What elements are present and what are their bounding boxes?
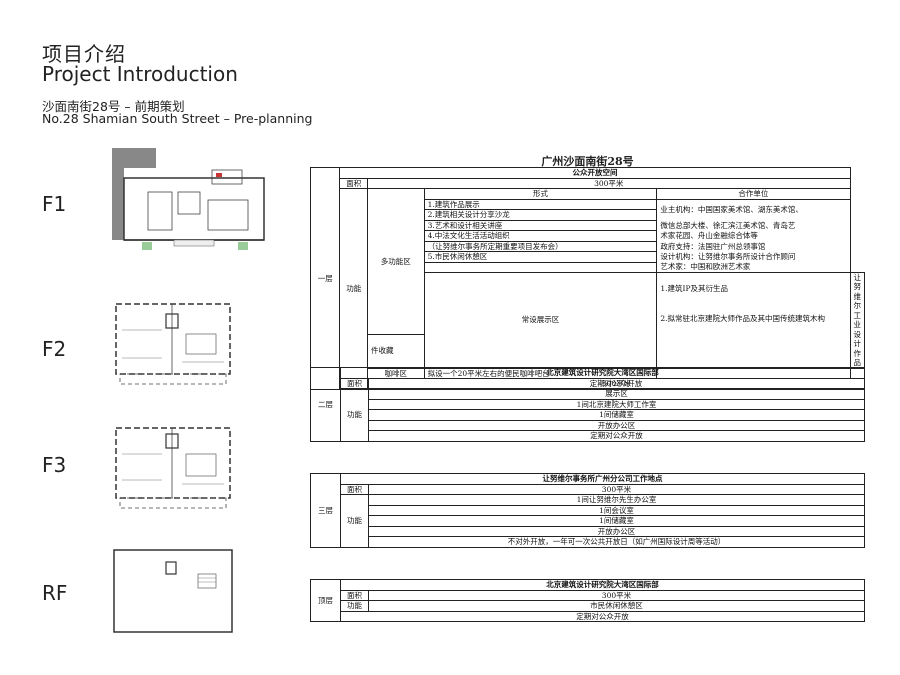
func-label: 功能 [339, 600, 369, 612]
floor-label-f2: F2 [42, 337, 67, 361]
floor-label-f1: F1 [42, 192, 67, 216]
perm-item: 件收藏 [367, 334, 425, 369]
col-form: 形式 [423, 188, 658, 200]
perm-item: 1.建筑IP及其衍生品 [656, 271, 851, 304]
perm-item: 2.拟常驻北京建院大师作品及其中国传统建筑木构 [656, 304, 851, 335]
partner-line: 政府支持：法国驻广州总领事馆 [656, 241, 851, 252]
floor-cell: 顶层 [310, 579, 341, 622]
func-item: 1间储藏室 [367, 515, 866, 527]
partner-line: 艺术家：中国和欧洲艺术家 [656, 262, 851, 273]
section-footer: 定期对公众开放 [339, 610, 866, 622]
col-partner: 合作单位 [656, 188, 851, 200]
subtitle-cn: 沙面南街28号 – 前期策划 [42, 99, 185, 114]
func-item: 1间北京建院大师工作室 [367, 398, 866, 410]
list-item: 3.艺术和设计相关讲座 [423, 219, 658, 231]
floor-plan-f2 [112, 300, 234, 386]
table-f1: 一层 公众开放空间 面积 300平米 功能 多功能区 形式 合作单位 1.建筑作… [309, 167, 865, 390]
area-label: 面积 [339, 377, 369, 389]
title-cn: 项目介绍 [42, 42, 126, 66]
subtitle-en: No.28 Shamian South Street – Pre-plannin… [42, 111, 313, 126]
list-item: （让努维尔事务所定期重要项目发布会） [423, 240, 658, 252]
perm-partner: 让努维尔工业设计作品 [849, 271, 865, 369]
section-title: 北京建筑设计研究院大湾区国际部 [339, 367, 866, 379]
func-label: 功能 [339, 188, 369, 390]
section-title: 让努维尔事务所广州分公司工作地点 [339, 473, 866, 485]
func-label: 功能 [339, 388, 369, 442]
floor-cell: 三层 [310, 473, 341, 548]
area-value: 300平米 [367, 177, 851, 189]
func-item: 市民休闲休憩区 [367, 600, 866, 612]
section-title: 北京建筑设计研究院大湾区国际部 [339, 579, 866, 591]
multi-label: 多功能区 [367, 188, 425, 335]
list-item: 4.中法文化生活活动组织 [423, 230, 658, 242]
floor-label-f3: F3 [42, 453, 67, 477]
title-en: Project Introduction [42, 62, 238, 86]
area-label: 面积 [339, 483, 369, 495]
area-label: 面积 [339, 589, 369, 601]
func-item: 开放办公区 [367, 419, 866, 431]
section-footer: 定期对公众开放 [367, 430, 866, 442]
perm-label: 常设展示区 [423, 271, 658, 369]
floor-plan-f1 [112, 148, 266, 260]
floor-cell: 一层 [309, 167, 341, 390]
list-item: 5.市民休闲休憩区 [423, 251, 658, 263]
area-value: 300平米 [367, 589, 866, 601]
func-item: 1间储藏室 [367, 409, 866, 421]
list-item: 2.建筑相关设计分享沙龙 [423, 209, 658, 221]
func-item: 开放办公区 [367, 525, 866, 537]
partner-line: 设计机构：让努维尔事务所设计合作顾问 [656, 251, 851, 262]
floor-plan-f3 [112, 424, 234, 510]
partner-line: 业主机构：中国国家美术馆、湖东美术馆、 [656, 198, 851, 220]
area-label: 面积 [339, 177, 369, 189]
main-title: 广州沙面南街28号 [541, 155, 634, 168]
func-item: 展示区 [367, 388, 866, 400]
list-item: 1.建筑作品展示 [423, 198, 658, 210]
func-item: 1间会议室 [367, 504, 866, 516]
floor-plan-rf [112, 548, 234, 634]
func-item: 1间让努维尔先生办公室 [367, 494, 866, 506]
partner-line: 术家花园、舟山金融综合体等 [656, 230, 851, 241]
floor-cell: 二层 [310, 367, 341, 442]
func-label: 功能 [339, 494, 369, 548]
section-title: 公众开放空间 [339, 167, 851, 179]
area-value: 300平米 [367, 483, 866, 495]
area-value: 300平米 [367, 377, 866, 389]
section-footer: 不对外开放，一年可一次公共开放日（如广州国际设计周等活动） [367, 536, 866, 548]
partner-line: 微信总部大楼、徐汇滨江美术馆、青岛艺 [656, 220, 851, 231]
floor-label-rf: RF [42, 581, 68, 605]
